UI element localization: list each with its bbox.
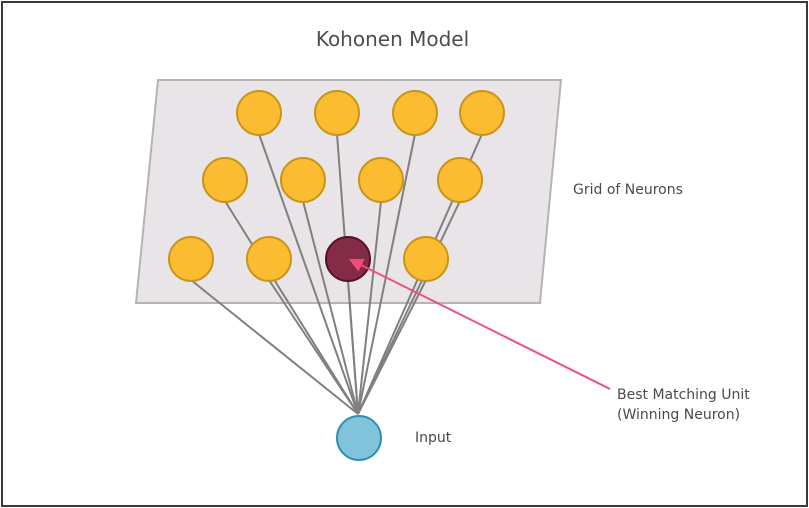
connection-line — [224, 200, 359, 415]
connection-line — [190, 279, 359, 415]
connection-line — [357, 133, 416, 415]
connection-line — [357, 200, 382, 415]
neuron-node — [459, 90, 505, 136]
bmu-label-line2: (Winning Neuron) — [617, 407, 741, 423]
neuron-node — [314, 90, 360, 136]
neuron-node — [168, 236, 214, 282]
neuron-node — [236, 90, 282, 136]
neuron-node — [246, 236, 292, 282]
neuron-grid-plane — [134, 79, 563, 304]
connection-line — [268, 279, 359, 415]
diagram-title: Kohonen Model — [315, 27, 470, 51]
connection-line — [357, 279, 427, 415]
neuron-node — [392, 90, 438, 136]
neuron-node — [280, 157, 326, 203]
input-label: Input — [415, 430, 452, 446]
best-matching-unit-label: Best Matching Unit (Winning Neuron) — [617, 385, 750, 425]
neuron-node — [403, 236, 449, 282]
connection-line — [258, 133, 359, 415]
bmu-label-line1: Best Matching Unit — [617, 387, 750, 403]
neuron-node — [437, 157, 483, 203]
arrow-shaft — [361, 264, 611, 390]
arrow-head — [349, 258, 365, 272]
neuron-node — [202, 157, 248, 203]
connection-line — [347, 279, 359, 415]
neuron-node — [358, 157, 404, 203]
input-node-group — [336, 415, 382, 461]
connection-line — [302, 200, 359, 415]
input-node — [336, 415, 382, 461]
bmu-pointer-arrow — [349, 258, 611, 390]
grid-of-neurons-label: Grid of Neurons — [573, 182, 683, 198]
